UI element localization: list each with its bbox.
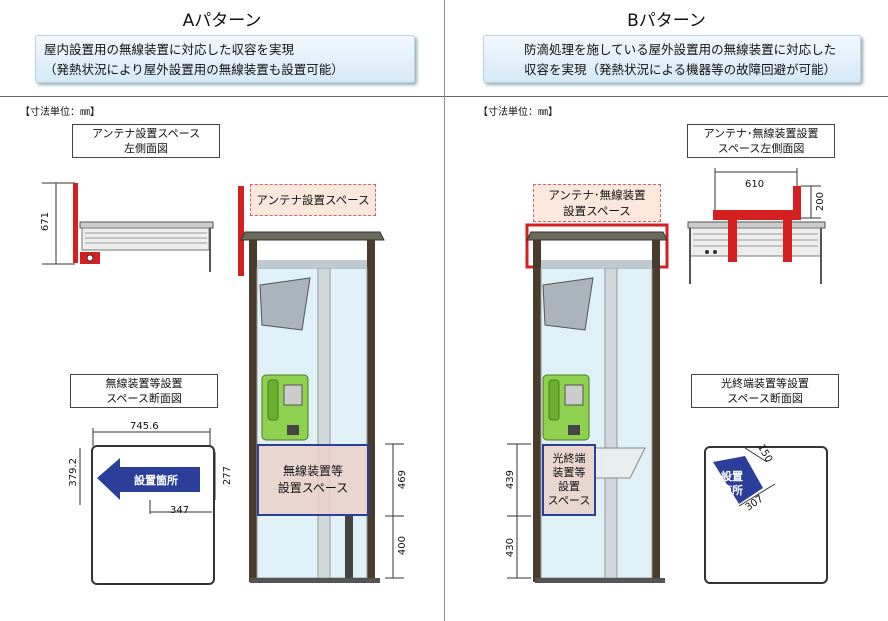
install-arrow-b [713,456,763,504]
radio-space-label-line1: 無線装置等 [282,464,343,478]
dim-347: 347 [170,505,190,516]
panel-a-radio-section-label: 無線装置等設置 スペース断面図 [70,374,218,408]
panel-divider [444,0,445,621]
antenna-view-label-line2: 左側面図 [124,142,168,155]
radio-section-label-line2: スペース断面図 [106,392,182,405]
dim-610: 610 [745,179,765,190]
optical-space-box-b: 光終端 装置等 設置 スペース [542,444,596,516]
panel-a-description-line1: 屋内設置用の無線装置に対応した収容を実現 [44,42,295,57]
optical-space-line4: スペース [547,494,591,507]
panel-b-antenna-view-label: アンテナ･無線装置設置 スペース左側面図 [687,124,835,158]
optical-space-line3: 設置 [558,480,580,493]
panel-b-title: Bパターン [627,11,706,31]
panel-a-description: 屋内設置用の無線装置に対応した収容を実現 （発熱状況により屋外設置用の無線装置も… [35,35,415,83]
panel-b-description-line2: 収容を実現（発熱状況による機器等の故障回避が可能） [524,62,837,77]
dim-400: 400 [397,536,408,556]
booth-right-pillar-b [652,240,660,582]
optical-space-line2: 装置等 [552,466,586,479]
antenna-space-b-line1: アンテナ･無線装置 [548,188,646,202]
booth-left-pillar-b [533,240,541,582]
panel-b-description-line1: 防滴処理を施している屋外設置用の無線装置に対応した [524,42,837,57]
antenna-space-box-b: アンテナ･無線装置 設置スペース [533,184,661,222]
antenna-view-b-line1: アンテナ･無線装置設置 [703,127,819,140]
dim-430: 430 [505,538,516,558]
install-location-b-line1: 設置 [721,470,743,483]
panel-b-description: 防滴処理を施している屋外設置用の無線装置に対応した 収容を実現（発熱状況による機… [483,35,861,83]
panel-a-antenna-view-label: アンテナ設置スペース 左側面図 [72,124,220,158]
panel-b-unit-label: 【寸法単位：㎜】 [478,107,558,118]
panel-b-diagram-svg [507,168,828,584]
dim-469: 469 [397,470,408,490]
antenna-space-b-line2: 設置スペース [563,204,631,218]
dim-277: 277 [222,466,233,486]
install-arrow-a [97,458,200,500]
install-location-b-line2: 箇所 [721,484,743,497]
optical-section-line2: スペース断面図 [727,392,803,405]
booth-right-pillar-a [367,240,375,582]
panel-a-title: Aパターン [182,11,262,31]
antenna-post-a [73,183,78,263]
install-location-label-a: 設置箇所 [134,474,178,487]
dim-200: 200 [815,192,826,212]
panel-a-separator [0,96,444,97]
dim-671: 671 [40,212,51,232]
panel-a-unit-label: 【寸法単位：㎜】 [20,107,100,118]
panel-b: Bパターン 防滴処理を施している屋外設置用の無線装置に対応した 収容を実現（発熱… [445,0,888,621]
panel-b-separator [445,96,888,97]
antenna-space-label-a: アンテナ設置スペース [250,184,376,216]
optical-space-line1: 光終端 [552,452,586,465]
dim-745-6: 745.6 [130,421,159,432]
antenna-view-b-line2: スペース左側面図 [717,142,805,155]
optical-section-line1: 光終端装置等設置 [721,377,809,390]
radio-space-box-a: 無線装置等 設置スペース [257,444,369,516]
antenna-post-booth-a [238,186,244,276]
panel-b-optical-section-label: 光終端装置等設置 スペース断面図 [691,374,839,408]
booth-left-pillar-a [249,240,257,582]
antenna-post-b [793,186,801,220]
install-location-label-b: 設置 箇所 [721,470,743,498]
dim-439: 439 [505,470,516,490]
antenna-view-label-line1: アンテナ設置スペース [91,127,201,140]
panel-a: Aパターン 屋内設置用の無線装置に対応した収容を実現 （発熱状況により屋外設置用… [0,11,444,585]
panel-a-diagram-svg [42,182,404,585]
dim-379-2: 379.2 [68,458,79,487]
panel-a-description-line2: （発熱状況により屋外設置用の無線装置も設置可能） [44,62,344,77]
radio-section-label-line1: 無線装置等設置 [105,377,183,390]
radio-space-label-line2: 設置スペース [277,481,349,495]
